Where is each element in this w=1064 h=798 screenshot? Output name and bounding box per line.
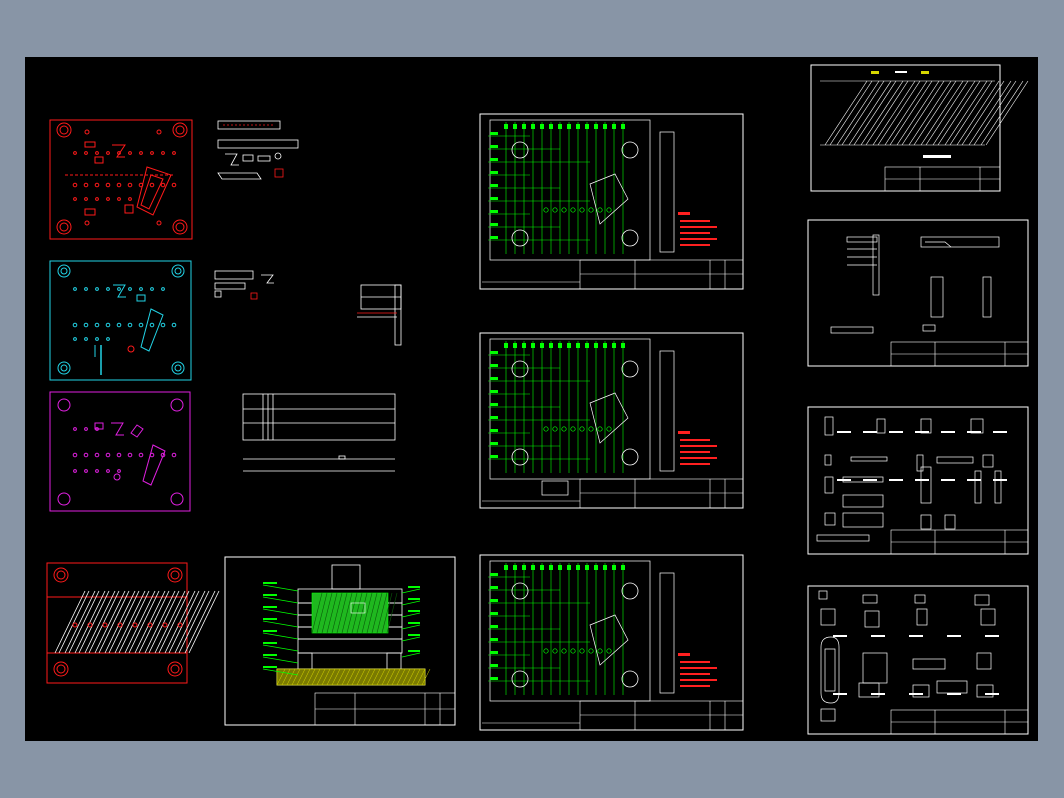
insert-detail-sheet[interactable] bbox=[807, 585, 1029, 735]
magenta-die-plate[interactable] bbox=[49, 391, 191, 512]
plate-section-view[interactable] bbox=[242, 393, 396, 472]
cad-canvas[interactable] bbox=[25, 57, 1038, 741]
cyan-die-plate[interactable] bbox=[49, 260, 192, 381]
part-detail-sheet[interactable] bbox=[807, 219, 1029, 367]
punch-detail-sheet[interactable] bbox=[807, 406, 1029, 555]
plate-drawing-2[interactable] bbox=[479, 332, 744, 509]
red-part-details[interactable] bbox=[217, 120, 299, 180]
die-assembly-section[interactable] bbox=[224, 556, 456, 726]
strip-layout[interactable] bbox=[46, 562, 220, 684]
cad-drawing-viewport[interactable] bbox=[25, 57, 1038, 741]
red-die-plate[interactable] bbox=[49, 119, 193, 240]
plate-drawing-3[interactable] bbox=[479, 554, 744, 731]
strip-sheet[interactable] bbox=[810, 64, 1029, 192]
punch-side-view[interactable] bbox=[357, 284, 402, 346]
plate-drawing-1[interactable] bbox=[479, 113, 744, 290]
blank-detail[interactable] bbox=[214, 270, 274, 300]
